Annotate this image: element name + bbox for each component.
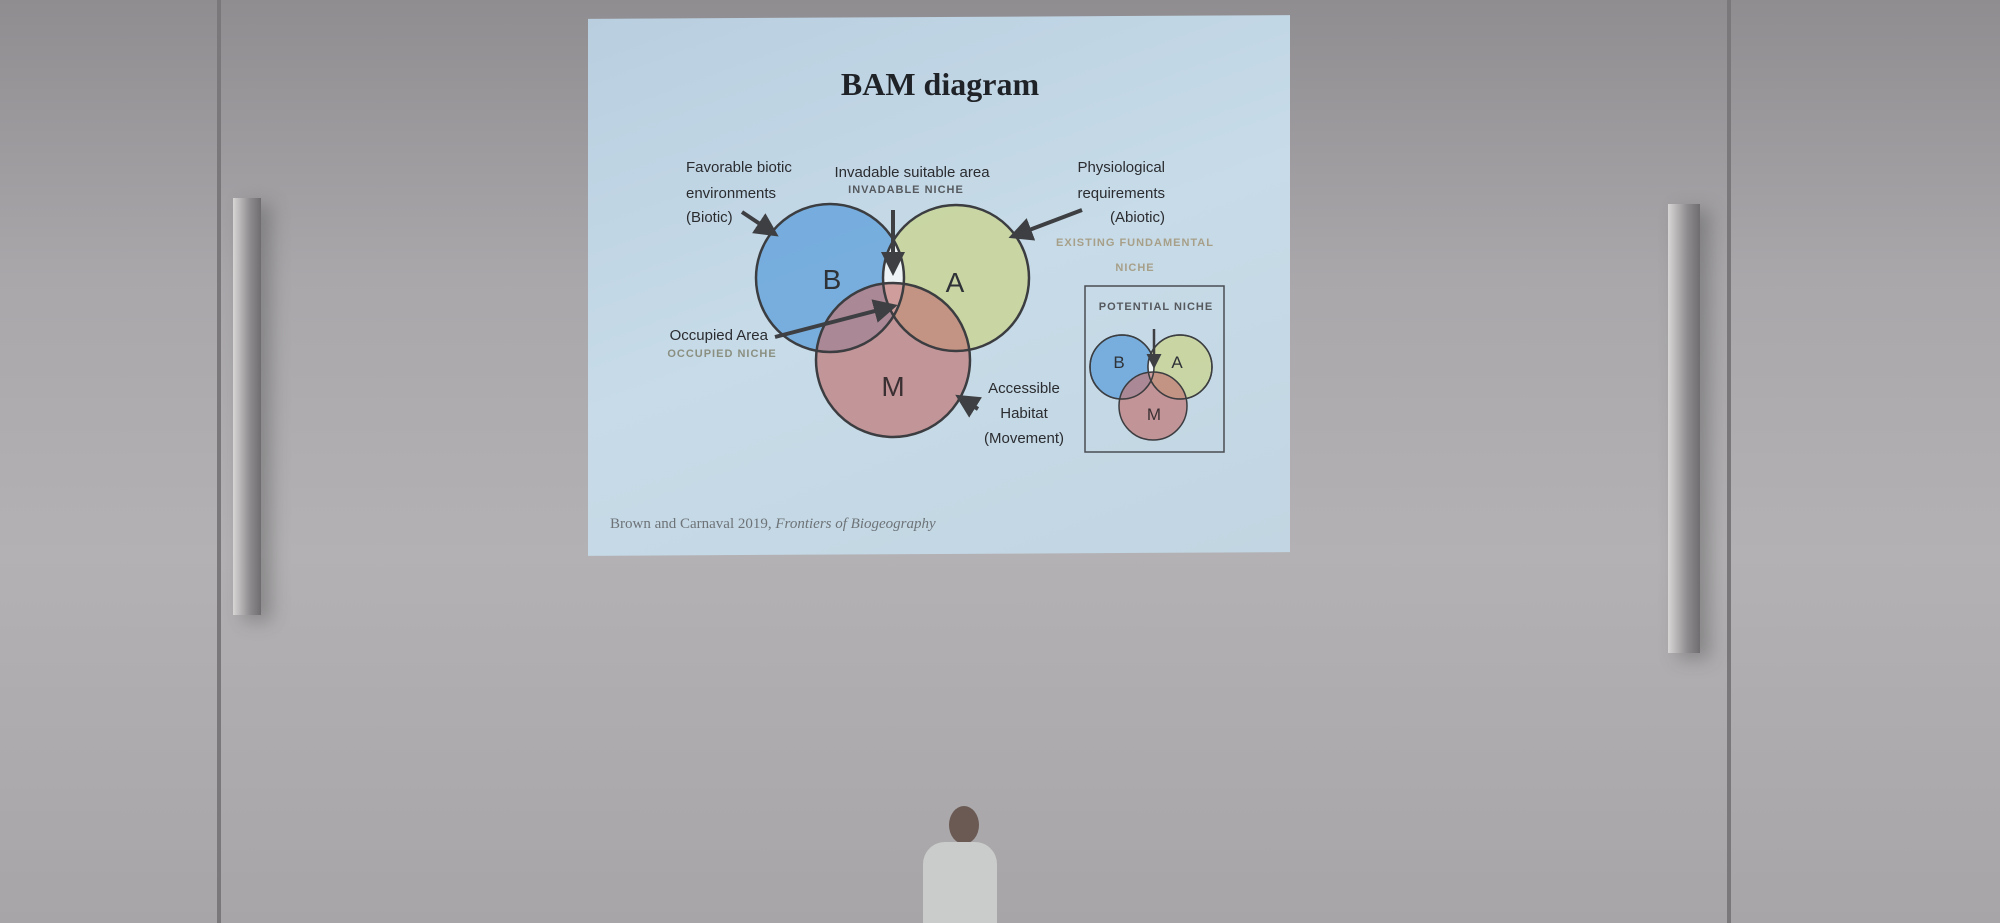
inset-box (1084, 285, 1225, 453)
arrow-occupied (774, 299, 898, 339)
venn-main: B A M (754, 202, 1031, 439)
wall-seam-left (217, 0, 221, 923)
abiotic-label-1: Physiological (1077, 159, 1165, 176)
biotic-label-2: environments (686, 185, 776, 202)
occupied-area-label: Occupied Area (670, 327, 769, 344)
circle-label-a: A (946, 267, 965, 298)
circle-abiotic-outline (881, 203, 1031, 353)
abiotic-label-2: requirements (1077, 185, 1165, 202)
abiotic-label-3: (Abiotic) (1110, 209, 1165, 226)
arrow-movement (955, 394, 982, 418)
left-speaker (233, 198, 261, 615)
presenter (921, 806, 1001, 923)
potential-niche-label: POTENTIAL NICHE (1099, 301, 1213, 313)
citation-authors: Brown and Carnaval 2019, (610, 516, 772, 532)
invadable-niche-label: INVADABLE NICHE (848, 184, 964, 196)
circle-movement-outline (814, 281, 972, 439)
right-speaker (1668, 204, 1700, 653)
fundamental-niche-label-1: EXISTING FUNDAMENTAL (1056, 237, 1214, 249)
circle-label-b: B (823, 264, 842, 295)
arrow-biotic (740, 210, 779, 237)
circle-biotic-outline (754, 202, 906, 354)
inset-label-b: B (1113, 353, 1124, 372)
biotic-label-1: Favorable biotic (686, 159, 792, 176)
inset-label-m: M (1147, 405, 1161, 424)
occupied-niche-label: OCCUPIED NICHE (667, 348, 776, 360)
arrow-abiotic (1008, 208, 1083, 241)
circle-label-m: M (881, 371, 904, 402)
wall-seam-right (1727, 0, 1731, 923)
presenter-head (949, 806, 979, 844)
potential-niche-inset: B A M (1084, 285, 1225, 453)
citation: Brown and Carnaval 2019, Frontiers of Bi… (610, 516, 936, 532)
arrows (740, 208, 1083, 418)
biotic-label-3: (Biotic) (686, 209, 733, 226)
movement-label-1: Accessible (988, 380, 1060, 397)
presenter-body (923, 842, 997, 923)
inset-label-a: A (1171, 353, 1183, 372)
fundamental-niche-label-2: NICHE (1115, 262, 1154, 274)
invadable-label: Invadable suitable area (834, 164, 990, 181)
citation-journal: Frontiers of Biogeography (774, 516, 936, 532)
circle-movement (816, 283, 970, 437)
slide-title: BAM diagram (841, 66, 1040, 102)
movement-label-2: Habitat (1000, 405, 1048, 422)
movement-label-3: (Movement) (984, 430, 1064, 447)
